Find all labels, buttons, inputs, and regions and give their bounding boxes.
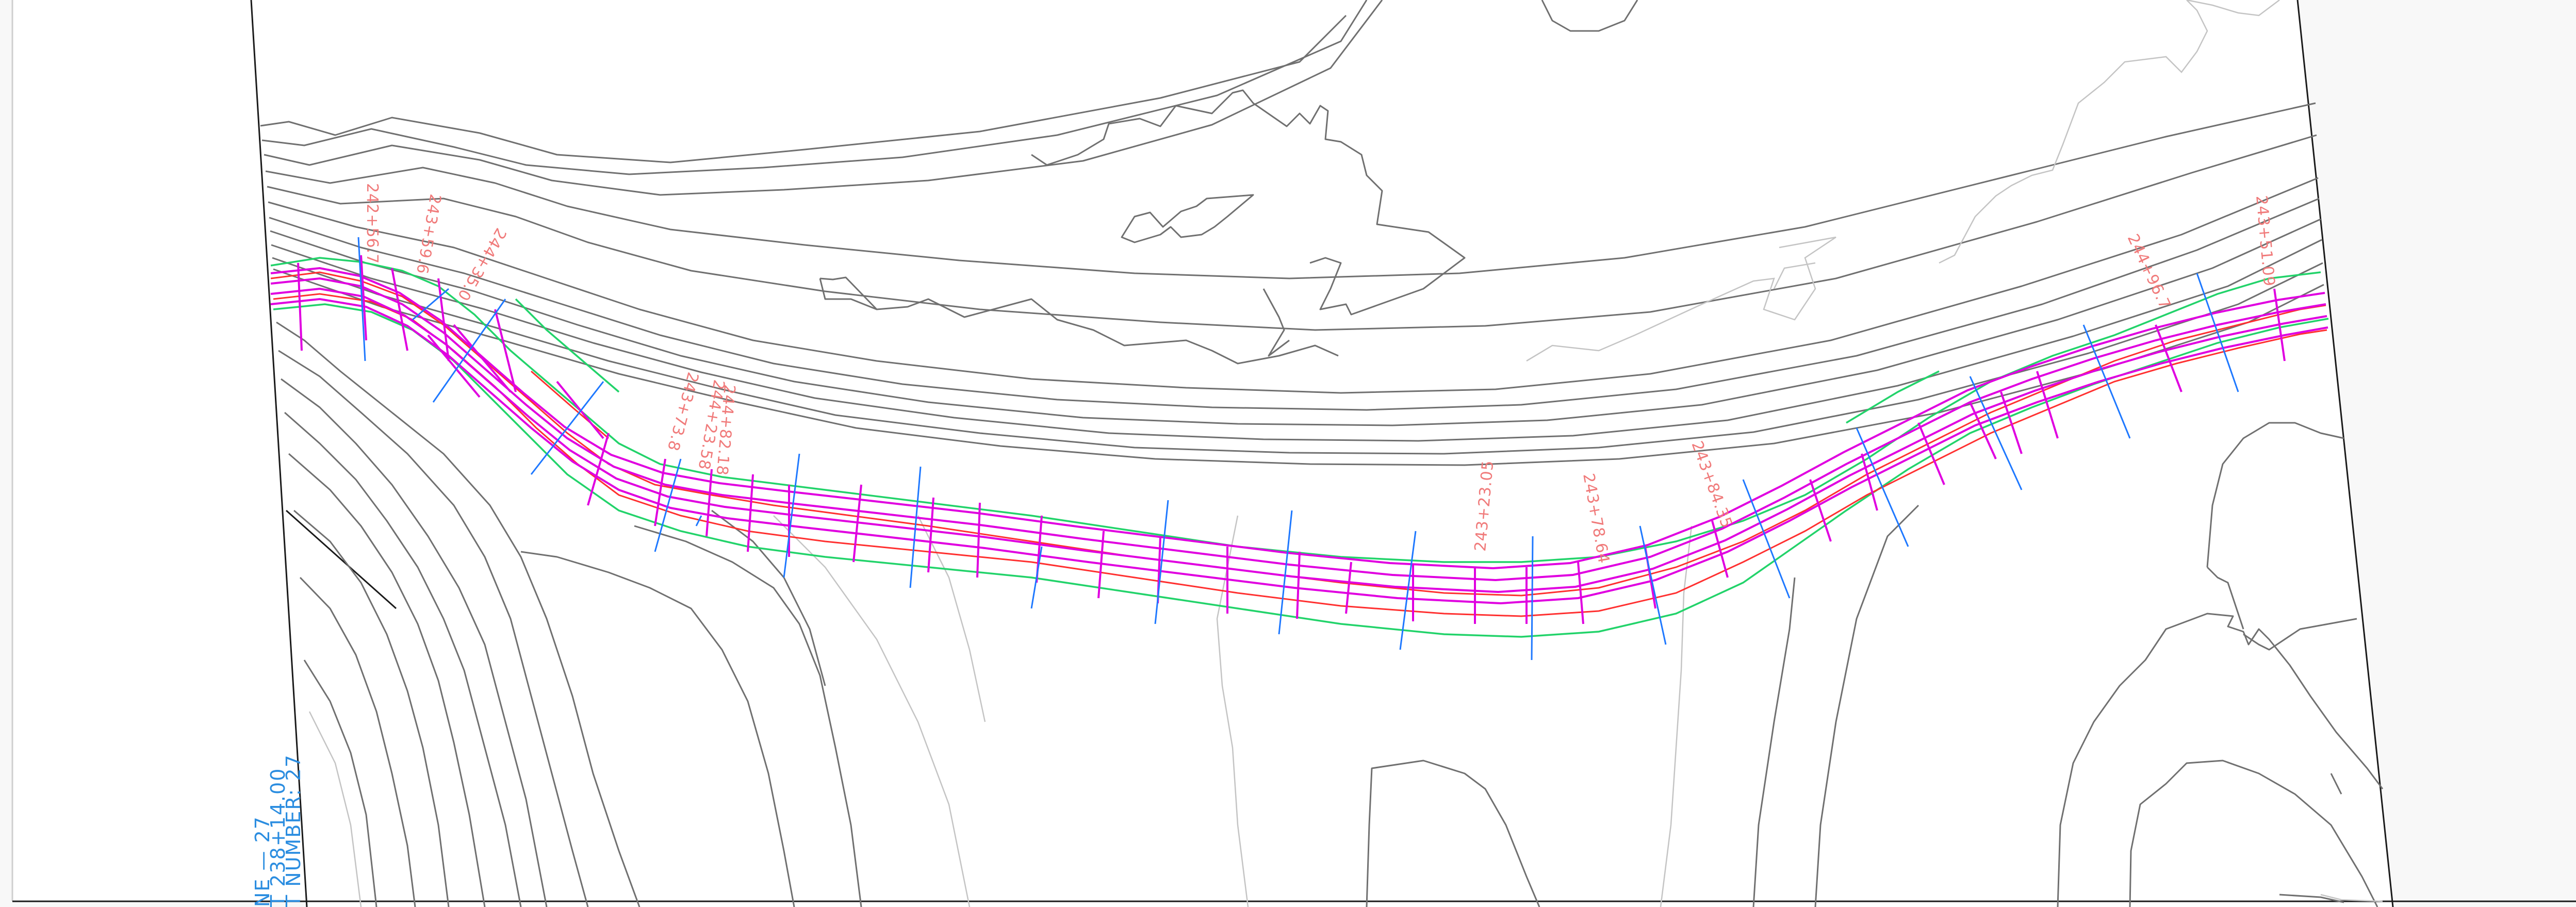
viewport-frame bbox=[250, 0, 2394, 907]
sheet-number-label: T NUMBER: 27 bbox=[282, 754, 305, 907]
station-label-3: 243+73.8 bbox=[664, 370, 702, 453]
station-label-8: 243+84.35 bbox=[1687, 439, 1736, 531]
station-label-6: 243+23.05 bbox=[1471, 459, 1497, 552]
station-label-2: 244+35.0 bbox=[453, 225, 510, 304]
station-label: T 238+14.00 bbox=[267, 768, 289, 907]
station-labels: 242+56.7 243+59.6 244+35.0 243+73.8 244+… bbox=[363, 183, 2278, 565]
station-label-7: 243+78.64 bbox=[1579, 472, 1613, 565]
sheet-info-block: NE — 27 T 238+14.00 T NUMBER: 27 bbox=[251, 754, 305, 907]
station-label-9: 244+96.7 bbox=[2124, 232, 2174, 312]
station-label-1: 243+59.6 bbox=[413, 193, 445, 276]
station-label-0: 242+56.7 bbox=[363, 183, 381, 264]
road-alignment bbox=[270, 267, 2328, 605]
line-label: NE — 27 bbox=[251, 816, 274, 907]
station-label-10: 243+51.09 bbox=[2252, 195, 2278, 288]
contour-lines-light-ne bbox=[1526, 0, 2280, 362]
contour-lines-southwest bbox=[276, 321, 986, 907]
contour-lines-southeast bbox=[1216, 422, 2384, 907]
contour-lines-north bbox=[260, 0, 2324, 466]
cross-section-ticks bbox=[357, 237, 2239, 661]
